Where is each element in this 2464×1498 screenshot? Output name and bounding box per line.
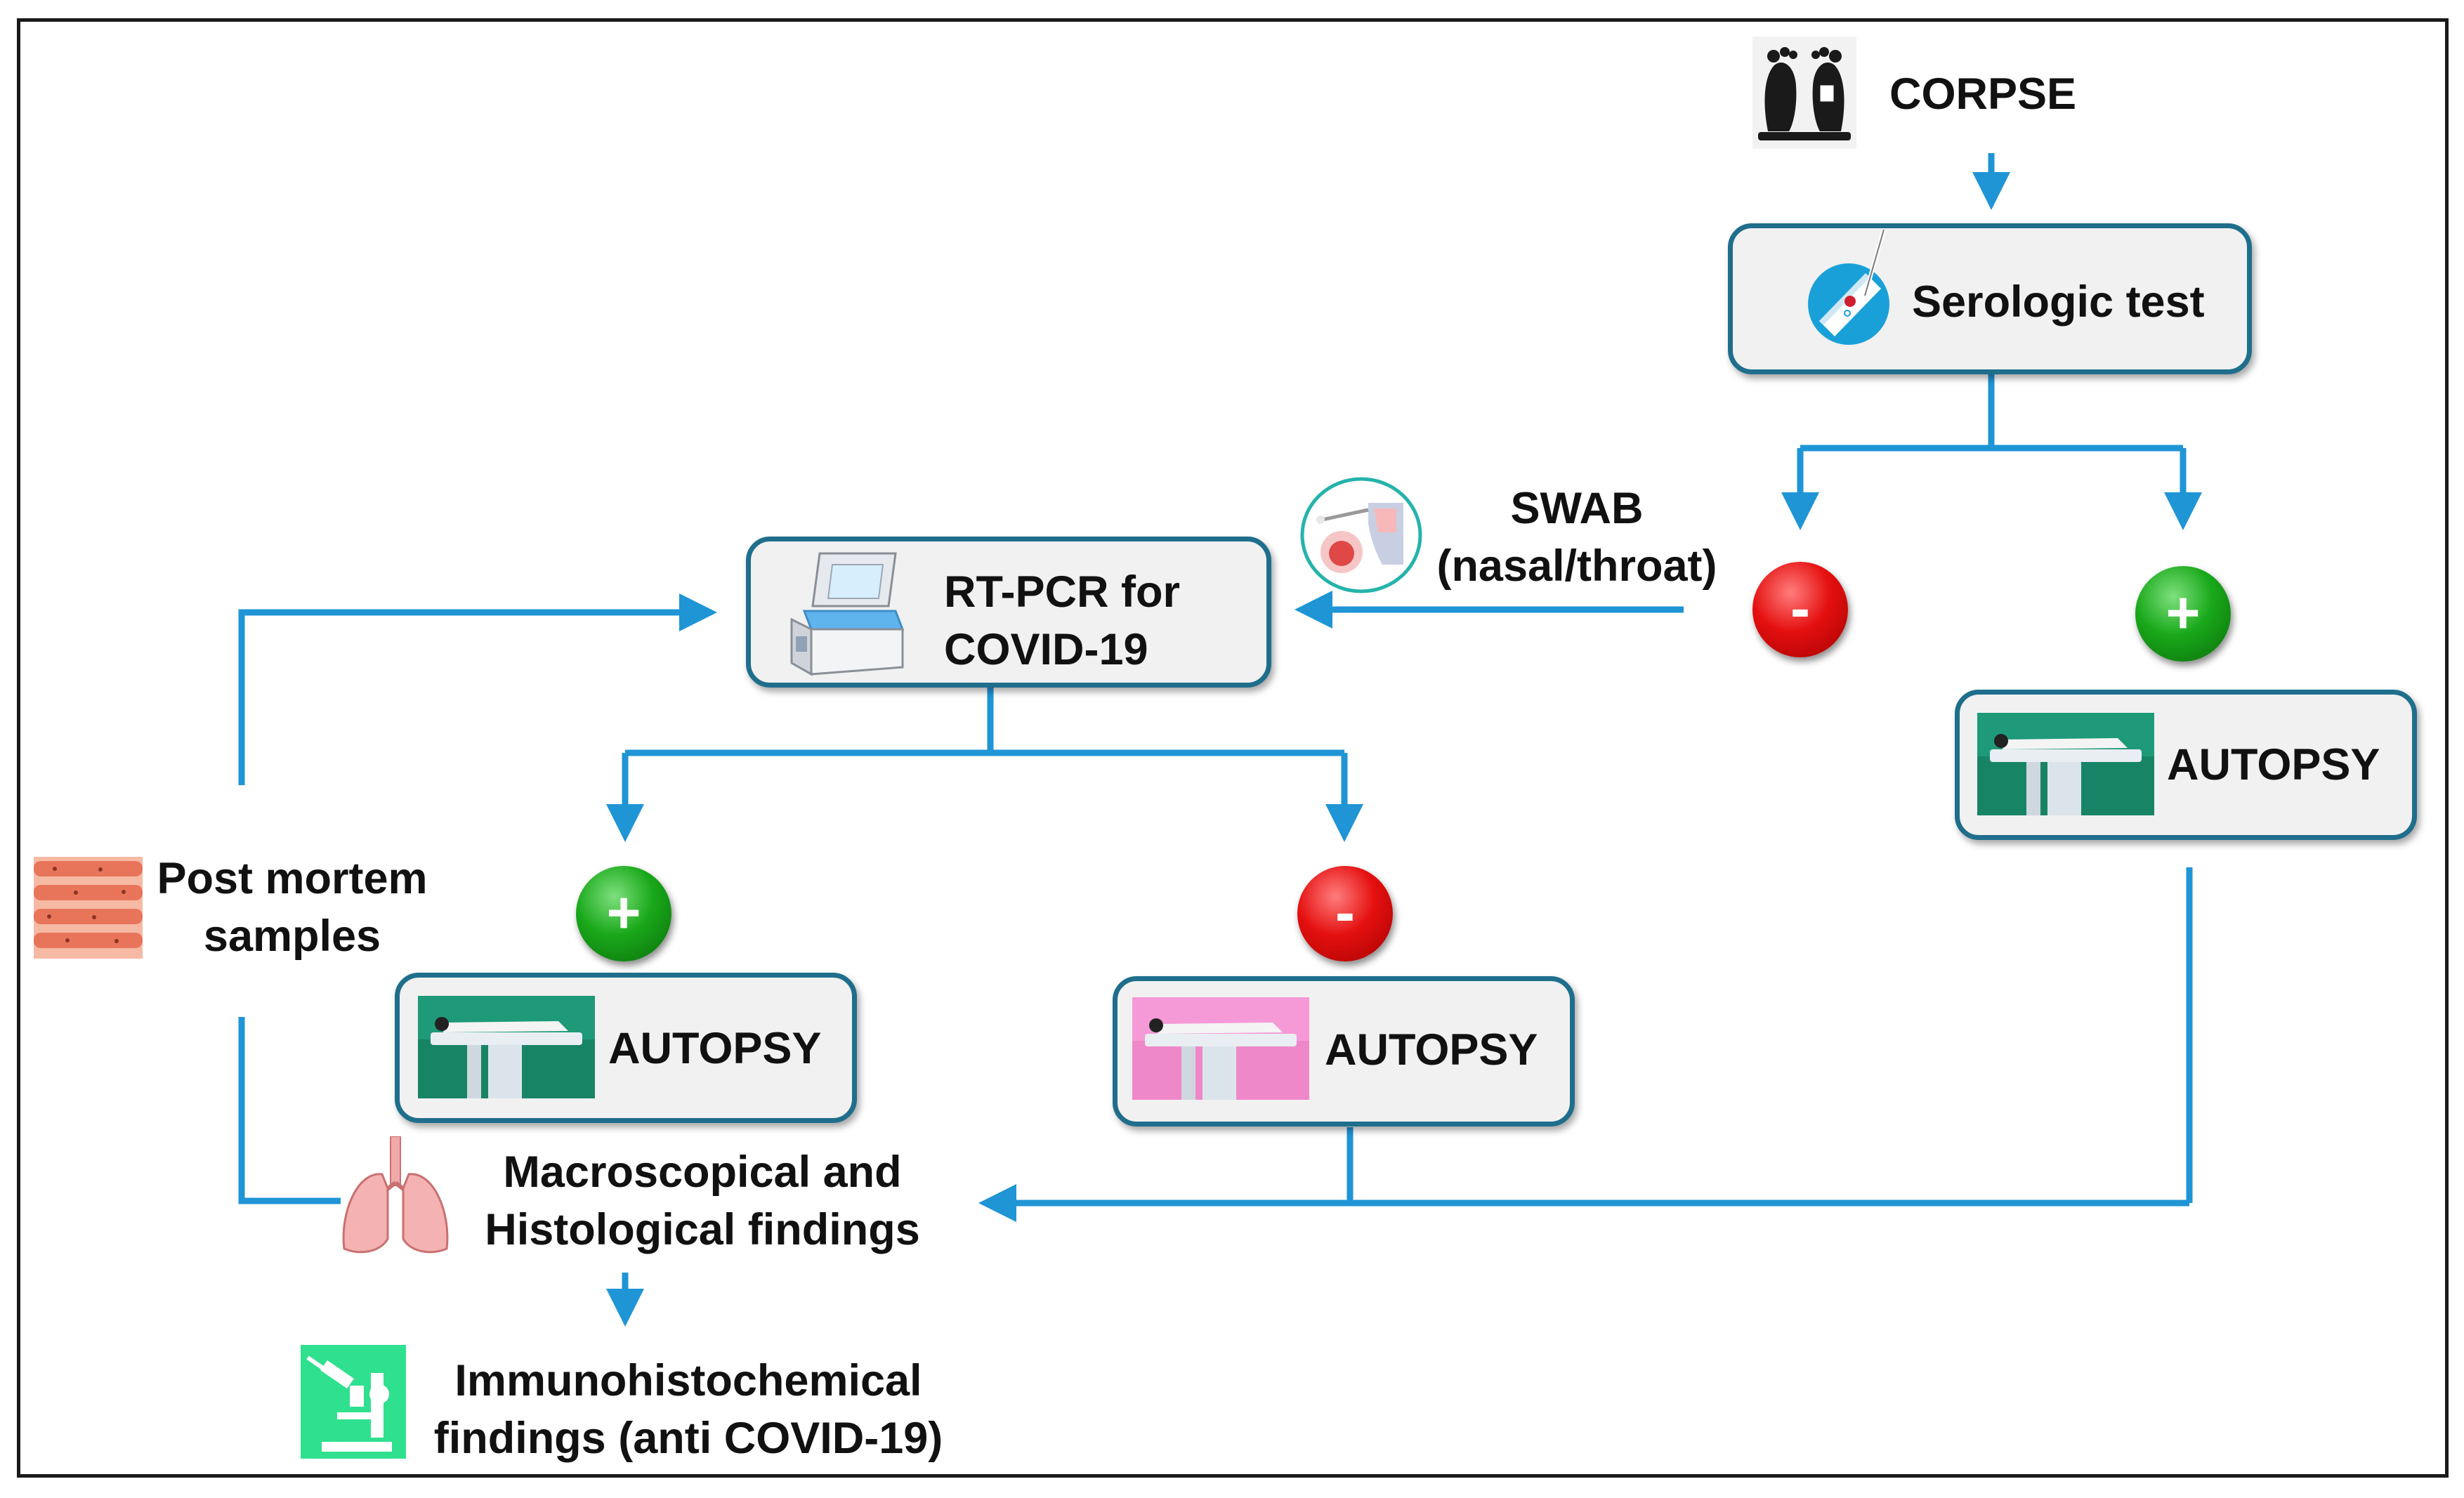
serologic-test-label: Serologic test xyxy=(1912,277,2205,327)
postmortem-label-line2: samples xyxy=(203,912,381,961)
serology-positive-badge: + xyxy=(2135,566,2231,662)
autopsy-mid-label: AUTOPSY xyxy=(1325,1025,1538,1075)
autopsy-left-label: AUTOPSY xyxy=(608,1024,822,1073)
diagram-frame xyxy=(17,18,2449,1478)
lungs-icon xyxy=(342,1136,449,1254)
serology-negative-badge: - xyxy=(1752,562,1848,657)
line-postmortem-to-findings xyxy=(238,1017,341,1204)
immuno-label: Immunohistochemical findings (anti COVID… xyxy=(400,1352,976,1467)
autopsy-table-icon xyxy=(1977,713,2154,815)
findings-label-line1: Macroscopical and xyxy=(503,1148,902,1197)
swab-label-line1: SWAB xyxy=(1510,484,1644,533)
rtpcr-label-line1: RT-PCR for xyxy=(944,567,1180,617)
immuno-label-line1: Immunohistochemical xyxy=(454,1356,922,1405)
swab-label-line2: (nasal/throat) xyxy=(1436,541,1717,591)
immuno-label-line2: findings (anti COVID-19) xyxy=(433,1414,943,1463)
rtpcr-label: RT-PCR for COVID-19 xyxy=(944,563,1180,678)
arrow-postmortem-to-rtpcr xyxy=(238,593,717,785)
findings-label: Macroscopical and Histological findings xyxy=(450,1143,955,1259)
corpse-label: CORPSE xyxy=(1889,70,2077,119)
autopsy-table-icon xyxy=(418,996,595,1098)
findings-label-line2: Histological findings xyxy=(485,1205,920,1254)
pcr-negative-badge: - xyxy=(1297,866,1393,961)
swab-label: SWAB (nasal/throat) xyxy=(1401,480,1752,595)
microscope-icon xyxy=(301,1345,406,1459)
pcr-positive-badge: + xyxy=(576,866,671,961)
postmortem-label-line1: Post mortem xyxy=(157,854,428,903)
postmortem-label: Post mortem samples xyxy=(138,850,447,965)
autopsy-right-label: AUTOPSY xyxy=(2167,740,2380,789)
pcr-machine-icon xyxy=(790,552,905,676)
autopsy-table-icon xyxy=(1132,997,1309,1100)
corpse-feet-icon xyxy=(1752,37,1856,149)
test-strip-pipette-icon xyxy=(1808,229,1889,345)
nasal-swab-icon xyxy=(1300,477,1422,593)
rtpcr-label-line2: COVID-19 xyxy=(944,625,1148,674)
tissue-sample-icon xyxy=(34,857,143,959)
